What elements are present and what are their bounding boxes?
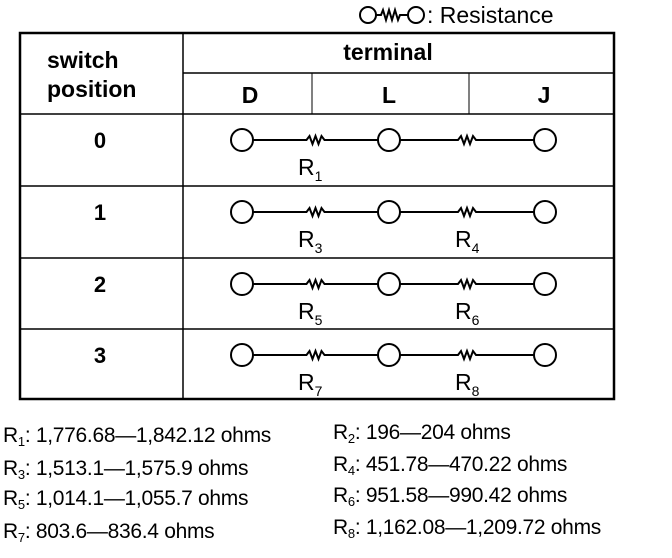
terminal-d-header: D — [242, 82, 259, 108]
terminal-node-d — [230, 272, 254, 296]
resistance-value-r1: R1: 1,776.68—1,842.12 ohms — [3, 424, 271, 449]
resistance-value-r6: R6: 951.58—990.42 ohms — [333, 484, 568, 509]
switch-position-value: 3 — [94, 343, 106, 368]
resistance-value-r5: R5: 1,014.1—1,055.7 ohms — [3, 487, 249, 512]
terminal-node-d — [230, 200, 254, 224]
resistor-left — [253, 205, 378, 219]
table-grid — [18, 31, 616, 401]
resistor-left — [253, 277, 378, 291]
circuit-row-1: 1R3 R4 — [94, 200, 557, 256]
resistance-value-r2: R2: 196—204 ohms — [333, 421, 511, 446]
circuit-rows: 0R1 1R3 R4 2R5 R6 3R7 R8 — [94, 128, 557, 399]
resistor-right — [400, 133, 534, 147]
circuit-row-3: 3R7 R8 — [94, 343, 557, 399]
resistance-value-r4: R4: 451.78—470.22 ohms — [333, 453, 568, 478]
resistor-label-right: R6 — [455, 298, 480, 328]
resistance-values: R1: 1,776.68—1,842.12 ohms R2: 196—204 o… — [0, 415, 672, 555]
terminal-header: terminal — [343, 39, 432, 65]
terminal-j-header: J — [538, 82, 551, 108]
resistor-label-left: R3 — [298, 226, 323, 256]
terminal-node-l — [377, 128, 401, 152]
resistor-left — [253, 348, 378, 362]
resistor-right — [400, 348, 534, 362]
legend-resistor-icon — [359, 6, 425, 24]
resistance-value-r7: R7: 803.6—836.4 ohms — [3, 520, 215, 545]
switch-position-header-line2: position — [47, 76, 136, 102]
terminal-node-d — [230, 128, 254, 152]
resistor-label-right: R8 — [455, 369, 480, 399]
terminal-node-l — [377, 343, 401, 367]
switch-position-value: 2 — [94, 272, 106, 297]
terminal-node-j — [533, 200, 557, 224]
circuit-row-0: 0R1 — [94, 128, 557, 184]
resistor-label-left: R1 — [298, 154, 323, 184]
terminal-node-j — [533, 343, 557, 367]
switch-position-value: 0 — [94, 128, 106, 153]
resistor-right — [400, 205, 534, 219]
terminal-node-j — [533, 128, 557, 152]
switch-resistance-diagram: : Resistance switch position terminal D … — [18, 2, 616, 401]
legend-text: : Resistance — [427, 2, 554, 28]
resistor-left — [253, 133, 378, 147]
terminal-node-l — [377, 272, 401, 296]
terminal-node-j — [533, 272, 557, 296]
resistor-label-left: R7 — [298, 369, 323, 399]
resistance-value-r8: R8: 1,162.08—1,209.72 ohms — [333, 516, 601, 541]
legend: : Resistance — [359, 2, 554, 28]
switch-position-value: 1 — [94, 200, 106, 225]
terminal-l-header: L — [382, 82, 396, 108]
resistor-label-left: R5 — [298, 298, 323, 328]
circuit-row-2: 2R5 R6 — [94, 272, 557, 328]
switch-position-header-line1: switch — [47, 47, 119, 73]
terminal-node-l — [377, 200, 401, 224]
resistor-label-right: R4 — [455, 226, 480, 256]
resistance-value-r3: R3: 1,513.1—1,575.9 ohms — [3, 457, 249, 482]
resistor-right — [400, 277, 534, 291]
terminal-node-d — [230, 343, 254, 367]
